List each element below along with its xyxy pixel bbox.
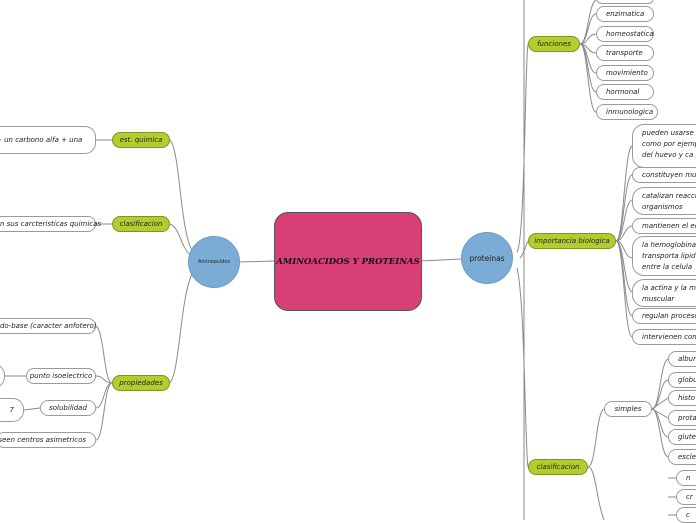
- simples-albuminas[interactable]: album: [668, 351, 696, 367]
- simples-glutelinas[interactable]: glutel: [668, 429, 696, 445]
- importancia-catalizan[interactable]: catalizan reacci organismos: [632, 187, 696, 215]
- importancia-node[interactable]: importancia biologica: [528, 233, 616, 249]
- importancia-hemoglobina[interactable]: la hemoglobina transporta lipid entre la…: [632, 236, 696, 276]
- importancia-uso[interactable]: pueden usarse como por ejemp del huevo y…: [632, 124, 696, 168]
- proteinas-node[interactable]: proteinas: [461, 232, 513, 284]
- funcion-movimiento[interactable]: movimiento: [596, 65, 654, 81]
- conjugadas-item-3[interactable]: c: [676, 507, 696, 523]
- propiedades-node[interactable]: propiedades: [112, 375, 170, 391]
- importancia-regulan[interactable]: regulan procesos: [632, 308, 696, 324]
- conjugadas-item-2[interactable]: cr: [676, 489, 696, 505]
- propiedad-punto-isoelectrico[interactable]: punto isoelectrico: [26, 368, 96, 384]
- funcion-enzimatica[interactable]: enzimatica: [596, 6, 654, 22]
- simples-histonas[interactable]: histo: [668, 390, 696, 406]
- funcion-top[interactable]: [596, 0, 654, 4]
- clasificacion-aa-detail[interactable]: n sus carcteristicas quimicas: [0, 216, 101, 232]
- funcion-transporte[interactable]: transporte: [596, 45, 654, 61]
- propiedad-acido-base[interactable]: ido-base (caracter anfotero): [0, 318, 97, 334]
- simples-escleroproteinas[interactable]: escler: [668, 449, 696, 465]
- propiedad-centros-asimetricos[interactable]: poseen centros asimetricos: [0, 432, 96, 448]
- funcion-inmunologica[interactable]: inmunologica: [596, 104, 658, 120]
- clasificacion-proteinas-node[interactable]: clasificacion: [528, 459, 588, 475]
- propiedad-solubilidad-sub[interactable]: 7: [0, 398, 24, 422]
- funcion-hormonal[interactable]: hormonal: [596, 84, 654, 100]
- aminoacidos-node[interactable]: Aminoacidos: [188, 236, 240, 288]
- importancia-constituyen[interactable]: constituyen much: [632, 167, 696, 183]
- est-quimica-node[interactable]: est. quimica: [112, 132, 170, 148]
- central-topic[interactable]: AMINOACIDOS Y PROTEINAS: [274, 212, 422, 311]
- simples-protaminas[interactable]: protan: [668, 410, 696, 426]
- funcion-homeostatica[interactable]: homeostatica: [596, 26, 654, 42]
- simples-globulinas[interactable]: globul: [668, 372, 696, 388]
- est-quimica-detail[interactable]: + un carbono alfa + una: [0, 126, 96, 154]
- importancia-actina[interactable]: la actina y la m muscular: [632, 279, 696, 307]
- importancia-mantienen[interactable]: mantienen el equi: [632, 218, 696, 234]
- propiedad-solubilidad[interactable]: solubilidad: [40, 400, 96, 416]
- importancia-intervienen[interactable]: intervienen como: [632, 329, 696, 345]
- conjugadas-item-1[interactable]: n: [676, 470, 696, 486]
- funciones-node[interactable]: funciones: [528, 36, 580, 52]
- clasificacion-aa-node[interactable]: clasificacion: [112, 216, 170, 232]
- simples-node[interactable]: simples: [604, 401, 652, 417]
